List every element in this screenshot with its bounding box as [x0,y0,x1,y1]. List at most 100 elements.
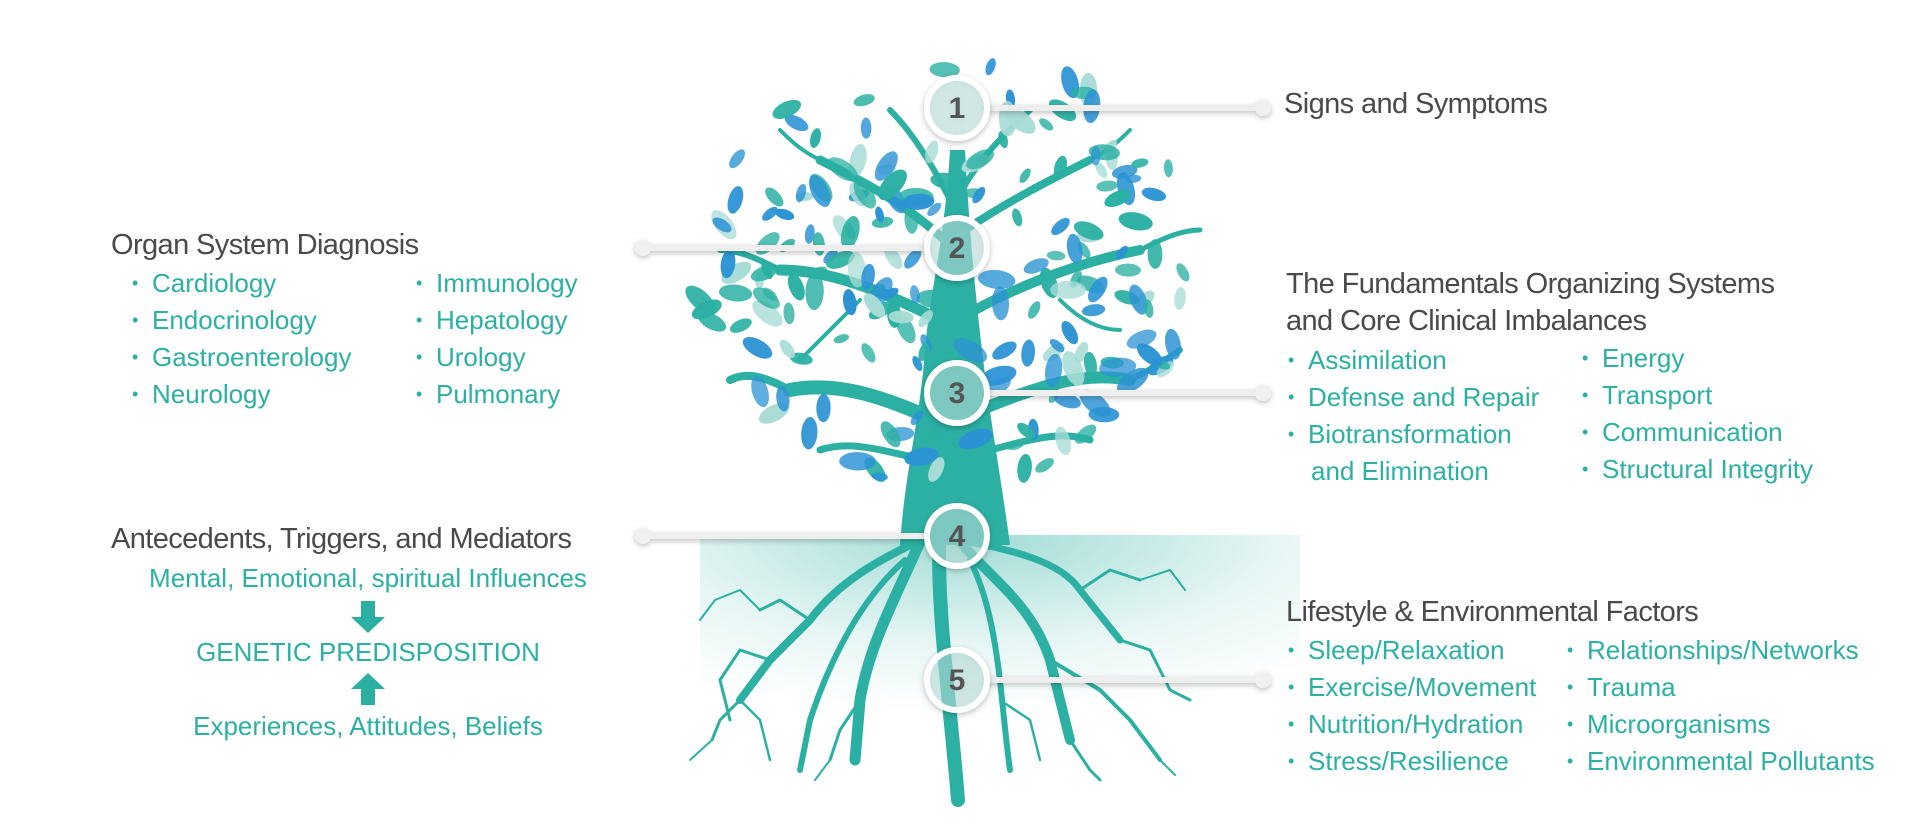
leaf [761,261,773,279]
list-item: Pulmonary [416,376,578,413]
leaf [720,249,736,279]
leaf [884,246,903,270]
list-item: Stress/Resilience [1288,743,1536,780]
list-item: Gastroenterology [132,339,351,376]
leaf [783,302,795,325]
tree-leaves [685,58,1190,486]
ground-glow [700,535,1300,745]
leaf [765,187,784,207]
leaf [927,202,942,217]
leaf [1039,118,1054,131]
leaf [805,273,824,311]
leaf [1095,162,1108,178]
leaf [1174,287,1186,310]
leaf [1019,168,1031,183]
leaf [912,356,923,371]
leaf [1090,146,1101,166]
leaf [863,293,886,318]
leaf [1129,284,1148,315]
leaf [910,285,920,304]
leaf [712,217,732,233]
leaf [930,172,963,189]
leaf [910,410,924,426]
leaf [772,99,802,119]
leaf [1099,357,1137,377]
leaf [762,287,778,301]
leaf [904,249,922,269]
leaf [721,261,752,284]
list-item: Communication [1582,414,1813,451]
leaf [1104,189,1131,207]
leaf [827,157,858,182]
leaf [752,300,783,327]
leaf [1046,250,1066,261]
leaf [1147,239,1163,269]
leaf [1124,174,1142,184]
leaf [925,140,939,164]
leaf [916,289,954,309]
list-item: Microorganisms [1567,706,1875,743]
step-badge-4: 4 [924,503,990,569]
leaf [874,151,898,181]
leaf [839,452,876,471]
leaf [904,447,939,466]
leaf [1136,343,1163,367]
list-item: Urology [416,339,578,376]
genetic-predisposition-line: GENETIC PREDISPOSITION [196,637,540,667]
leaf [1074,424,1097,444]
leaf [1083,351,1098,377]
leaf [974,468,996,486]
list-item: Hepatology [416,302,578,339]
leaf [918,310,933,328]
arrow-down-icon [351,601,385,633]
list-item: Exercise/Movement [1288,669,1536,706]
leaf [823,249,838,264]
step-badge-1: 1 [924,75,990,141]
leaf [871,472,888,481]
leaf [685,285,715,314]
leaf [784,114,809,132]
leaf [787,273,805,301]
leaf [1116,245,1129,260]
leaf [1066,233,1083,264]
list-item-continuation: and Elimination [1311,456,1489,486]
arrow-up-icon [351,673,385,705]
leaf [1006,439,1025,451]
leaf [1035,458,1054,473]
leaf [1141,187,1167,202]
leaf [755,232,780,255]
leaf [1044,353,1063,387]
step-number-2: 2 [949,232,966,265]
leaf [845,222,856,240]
organ-system-list-col2: Immunology Hepatology Urology Pulmonary [416,265,578,413]
leaf [1088,276,1108,303]
connector-end-1 [1255,100,1271,116]
leaf [918,342,930,362]
leaf [1023,258,1049,274]
step-badge-3: 3 [924,360,990,426]
connector-end-3 [1255,385,1271,401]
fundamentals-heading-line2: and Core Clinical Imbalances [1286,305,1647,337]
leaf [860,117,872,139]
step-badge-2: 2 [924,215,990,281]
list-item: Nutrition/Hydration [1288,706,1536,743]
leaf [953,337,988,363]
leaf [752,287,780,309]
leaf [1117,367,1149,394]
leaf [1131,158,1149,168]
list-item: Neurology [132,376,351,413]
leaf [958,428,993,450]
list-item: Immunology [416,265,578,302]
leaf [718,284,753,302]
connector-end-4 [635,528,651,544]
leaf [1012,208,1023,227]
leaf [878,169,907,201]
list-item: Sleep/Relaxation [1288,632,1536,669]
leaf [1163,159,1173,178]
list-item: Cardiology [132,265,351,302]
leaf [1051,217,1070,236]
leaf [1073,221,1104,241]
step-number-5: 5 [949,664,966,697]
organ-system-list-col1: Cardiology Endocrinology Gastroenterolog… [132,265,351,413]
